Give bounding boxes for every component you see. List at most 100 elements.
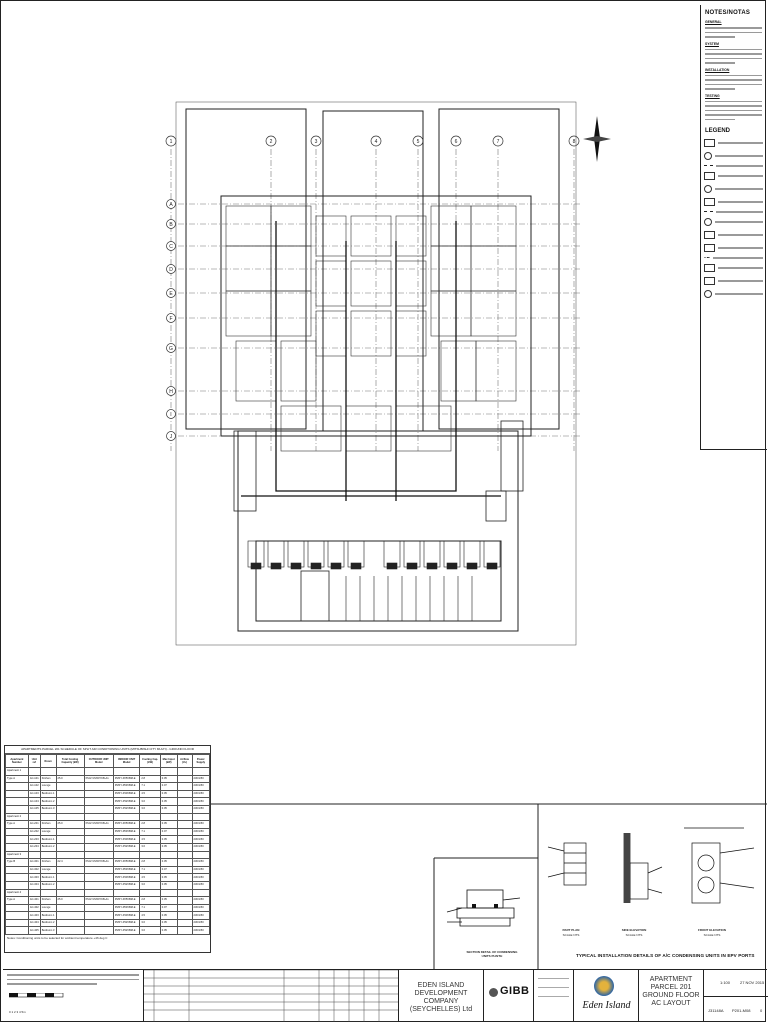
schedule-cell: 0.05 xyxy=(159,804,178,814)
drawing-title-2: PARCEL 201 xyxy=(650,984,692,991)
schedule-cell: 7.1 xyxy=(139,865,161,875)
legend-symbol-icon xyxy=(704,257,710,259)
schedule-cell: AC-203 xyxy=(27,835,41,844)
schedule-cell: 0.05 xyxy=(159,797,178,806)
schedule-cell: 0.05 xyxy=(159,842,178,852)
grid-column-label: 5 xyxy=(417,139,420,145)
room-outline xyxy=(280,405,342,452)
schedule-row: Apartment 1 xyxy=(5,767,210,776)
schedule-cell xyxy=(83,865,114,875)
grid-column-bubble xyxy=(492,135,504,147)
schedule-cell: 0.07 xyxy=(159,903,178,913)
schedule-cell: Bedroom 3 xyxy=(39,926,57,936)
schedule-cell: 230/1/50 xyxy=(191,926,210,936)
room-outline xyxy=(225,290,272,337)
schedule-cell xyxy=(55,926,85,936)
schedule-cell: Apartment 3 xyxy=(5,850,29,860)
schedule-cell xyxy=(191,850,210,860)
detail-scale-part-plan: SCALE NTS xyxy=(562,933,580,937)
grid-column-bubble xyxy=(450,135,462,147)
schedule-cell xyxy=(83,888,114,898)
schedule-cell xyxy=(83,873,114,882)
schedule-cell xyxy=(5,880,29,890)
schedule-row: Apartment 4 xyxy=(5,888,210,898)
schedule-cell xyxy=(176,767,193,776)
details-title: TYPICAL INSTALLATION DETAILS OF A/C COND… xyxy=(576,953,755,958)
schedule-cell xyxy=(83,767,114,776)
title-block: 0 1 2 3 4 5m EDEN ISLAND DEVELOPMENT COM… xyxy=(3,969,768,1023)
detail-scale-front: SCALE NTS xyxy=(703,933,721,937)
schedule-cell: 3.6 xyxy=(139,880,161,890)
room-outline xyxy=(430,205,472,247)
schedule-cell xyxy=(159,850,178,860)
legend-symbol-icon xyxy=(704,277,715,285)
room-outline xyxy=(430,290,472,337)
grid-row-bubble xyxy=(166,431,176,441)
project-logo-text: Eden Island xyxy=(582,1000,631,1011)
legend-row xyxy=(704,257,767,259)
schedule-cell xyxy=(139,888,161,898)
schedule-cell: PUHY-P200YKB-A1 xyxy=(83,774,114,784)
revision-number: 0 xyxy=(760,1008,763,1013)
consultant-name: GIBB xyxy=(500,985,530,997)
schedule-cell xyxy=(176,804,193,814)
room-outline xyxy=(350,310,392,357)
grid-column-label: 2 xyxy=(270,139,273,145)
schedule-cell xyxy=(176,888,193,898)
schedule-cell: 3.6 xyxy=(139,842,161,852)
schedule-cell xyxy=(176,926,193,936)
schedule-cell: Bedroom 1 xyxy=(39,789,57,799)
schedule-cell: 2.8 xyxy=(139,858,161,867)
schedule-cell: 7.1 xyxy=(139,903,161,913)
legend-symbol-icon xyxy=(704,172,715,180)
schedule-cell: 3.6 xyxy=(139,926,161,936)
schedule-cell: Kitchen xyxy=(39,858,57,867)
notes-text-line xyxy=(705,118,735,120)
schedule-cell: PMFY-P40VBM-E xyxy=(112,789,141,799)
scale-bar-label: 0 1 2 3 4 5m xyxy=(9,1009,26,1014)
schedule-cell xyxy=(5,797,29,806)
schedule-cell xyxy=(39,767,57,776)
schedule-header-cell: Unit ref xyxy=(27,754,41,768)
legend-row xyxy=(704,211,767,213)
installation-details: SECTION DETAIL OF CONDENSING UNITS PLINT… xyxy=(434,827,767,968)
notes-text-line xyxy=(705,31,762,33)
schedule-cell xyxy=(27,812,41,822)
schedule-cell xyxy=(83,918,114,928)
notes-text-line xyxy=(705,79,762,81)
schedule-cell: AC-402 xyxy=(27,903,41,913)
schedule-header-cell: OUTDOOR UNIT Model xyxy=(83,754,114,768)
legend-title: LEGEND xyxy=(705,128,731,134)
room-outline xyxy=(315,310,347,357)
schedule-cell: 0.05 xyxy=(159,911,178,920)
schedule-cell: AC-405 xyxy=(27,926,41,936)
schedule-cell: 0.07 xyxy=(159,827,178,837)
grid-row-label: B xyxy=(169,222,173,228)
legend-symbol-icon xyxy=(704,231,715,239)
schedule-cell: 0.05 xyxy=(159,858,178,867)
drawing-scale: 1:100 xyxy=(720,980,731,985)
schedule-cell xyxy=(55,865,85,875)
schedule-cell: 230/1/50 xyxy=(191,880,210,890)
schedule-cell: PMFY-P63VBM-E xyxy=(112,782,141,791)
grid-column-label: 3 xyxy=(315,139,318,145)
schedule-cell: AC-102 xyxy=(27,782,41,791)
schedule-cell: Bedroom 3 xyxy=(39,804,57,814)
client-line-3: (SEYCHELLES) Ltd xyxy=(409,1006,473,1013)
schedule-cell: 230/1/50 xyxy=(191,827,210,837)
legend-text-line xyxy=(718,175,763,177)
notes-section-title: SYSTEM xyxy=(705,41,719,46)
schedule-cell xyxy=(176,858,193,867)
notes-section-title: TESTING xyxy=(705,93,720,98)
schedule-cell xyxy=(5,926,29,936)
schedule-cell xyxy=(39,812,57,822)
legend-text-line xyxy=(715,221,763,223)
schedule-cell: Type A xyxy=(5,896,29,905)
room-outline xyxy=(440,340,477,402)
legend-text-line xyxy=(713,257,763,259)
schedule-cell xyxy=(55,804,85,814)
schedule-cell: 22.4 xyxy=(55,858,85,867)
schedule-cell xyxy=(5,842,29,852)
schedule-cell: Bedroom 2 xyxy=(39,797,57,806)
